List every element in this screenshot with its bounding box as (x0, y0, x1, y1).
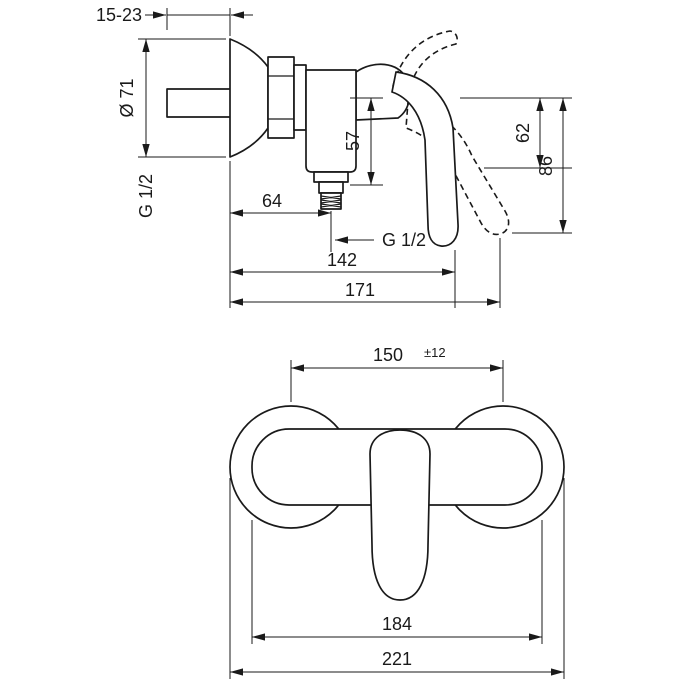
dim-escutcheon-diameter: Ø 71 (117, 38, 226, 158)
union-nut-facets (267, 75, 295, 120)
side-view-product (166, 30, 510, 247)
dim-label-connection-tolerance: ±12 (424, 345, 446, 360)
dim-label-handle-height-open: 86 (536, 156, 556, 176)
dim-handle-height-closed: 62 (460, 97, 572, 169)
dim-body-width: 184 (251, 520, 543, 644)
dim-label-wall-distance: 15-23 (96, 5, 142, 25)
dim-label-handle-height-closed: 62 (513, 123, 533, 143)
front-view: 150 ±12 184 221 (229, 345, 565, 679)
mixer-handle (369, 429, 431, 601)
dim-label-connection-distance: 150 (373, 345, 403, 365)
valve-body (305, 69, 357, 173)
dim-projection-total: 171 (230, 238, 501, 308)
dim-label-projection-total: 171 (345, 280, 375, 300)
dim-label-body-width: 184 (382, 614, 412, 634)
dim-wall-distance: 15-23 (96, 5, 253, 36)
dim-label-escutcheon-diameter: Ø 71 (117, 78, 137, 117)
dim-label-inlet-thread: G 1/2 (136, 174, 156, 218)
outlet-flange (313, 171, 349, 183)
handle-position-up-dashed (392, 30, 458, 94)
dim-projection-body: 142 (230, 250, 456, 308)
dim-label-outlet-offset: 64 (262, 191, 282, 211)
dim-label-outlet-height: 57 (343, 131, 363, 151)
front-view-product (229, 405, 565, 601)
dim-label-outlet-thread: G 1/2 (382, 230, 426, 250)
escutcheon-cone (229, 38, 269, 158)
dim-connection-distance: 150 ±12 (290, 345, 504, 402)
dim-overall-width: 221 (229, 478, 565, 679)
wall-pipe (166, 88, 233, 118)
handle-lever (391, 71, 459, 247)
dim-handle-height-open: 86 (512, 98, 572, 234)
dim-outlet-offset: 64 (229, 161, 332, 308)
outlet-step (318, 181, 344, 194)
label-outlet-thread: G 1/2 (335, 230, 426, 250)
dim-label-projection-body: 142 (327, 250, 357, 270)
dim-label-overall-width: 221 (382, 649, 412, 669)
outlet-thread-hatch (320, 195, 342, 208)
union-nut (267, 56, 295, 139)
dim-outlet-height: 57 (343, 97, 383, 186)
union-collar (293, 64, 307, 131)
side-view: 15-23 Ø 71 G 1/2 57 62 86 (96, 5, 572, 308)
